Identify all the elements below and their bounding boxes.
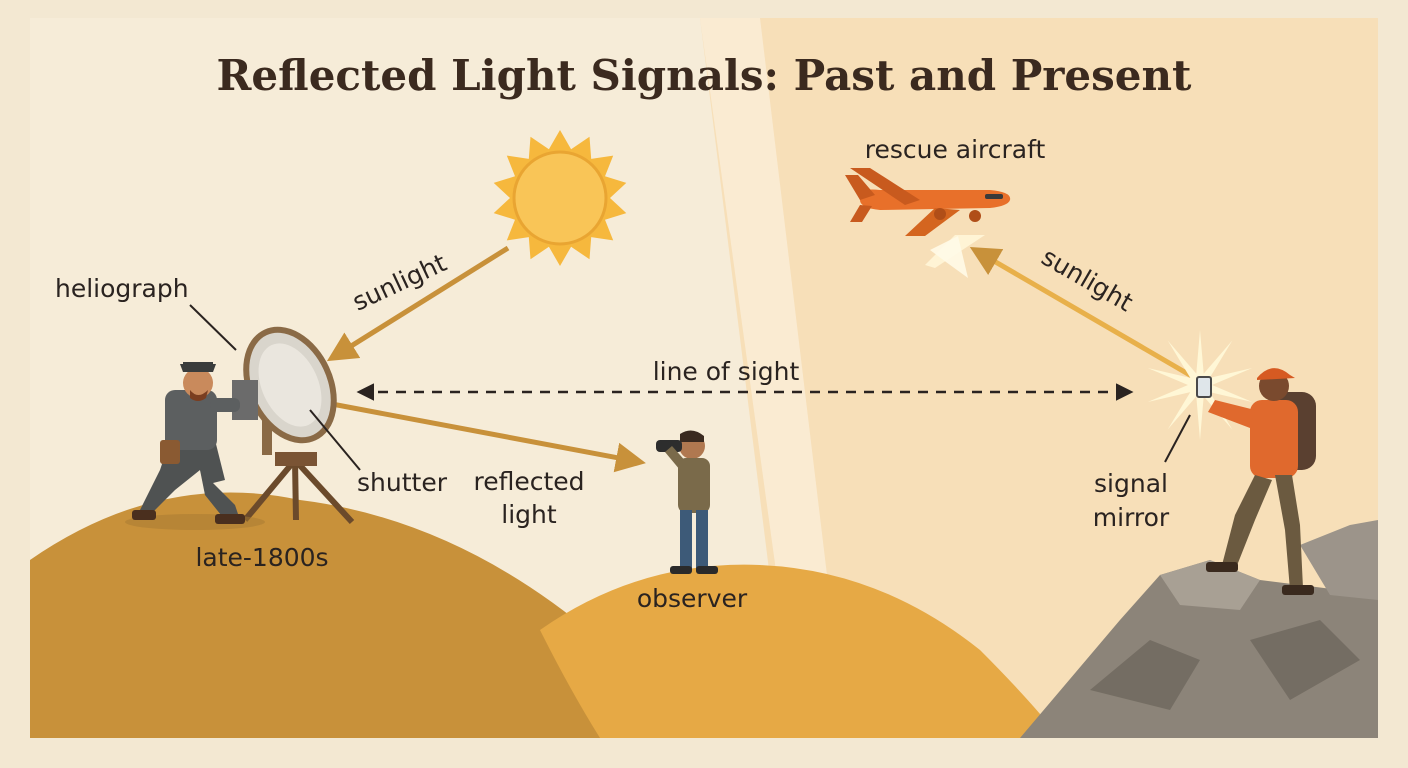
label-reflected-light-line2: light [501, 500, 557, 529]
label-heliograph: heliograph [55, 274, 189, 303]
label-signal-mirror-line1: signal [1094, 469, 1168, 498]
label-reflected-light-line1: reflected [473, 467, 584, 496]
label-signal-mirror-line2: mirror [1093, 503, 1170, 532]
label-late-1800s: late-1800s [195, 543, 328, 572]
signal-mirror-leader-line [1164, 414, 1191, 463]
sunlight-ray-right [969, 246, 1197, 381]
hill-center [540, 564, 1060, 738]
rescue-aircraft-icon [845, 168, 1011, 278]
label-rescue-aircraft: rescue aircraft [865, 135, 1046, 164]
diagram-title: Reflected Light Signals: Past and Presen… [217, 51, 1193, 100]
sunbeam-wash [700, 18, 830, 600]
hiker-figure [1147, 330, 1316, 595]
heliograph-leader-line [189, 304, 237, 351]
label-shutter: shutter [357, 468, 448, 497]
label-line-of-sight: line of sight [653, 357, 800, 386]
sun-icon [493, 130, 627, 266]
rock-cliff [1020, 520, 1378, 738]
shutter-leader-line [309, 409, 361, 471]
observer-figure [656, 430, 718, 574]
sunlight-ray-left [326, 245, 510, 362]
soldier-figure [125, 362, 265, 530]
reflected-light-ray [299, 395, 646, 473]
label-observer: observer [637, 584, 748, 613]
signal-mirror-icon [1196, 376, 1212, 398]
